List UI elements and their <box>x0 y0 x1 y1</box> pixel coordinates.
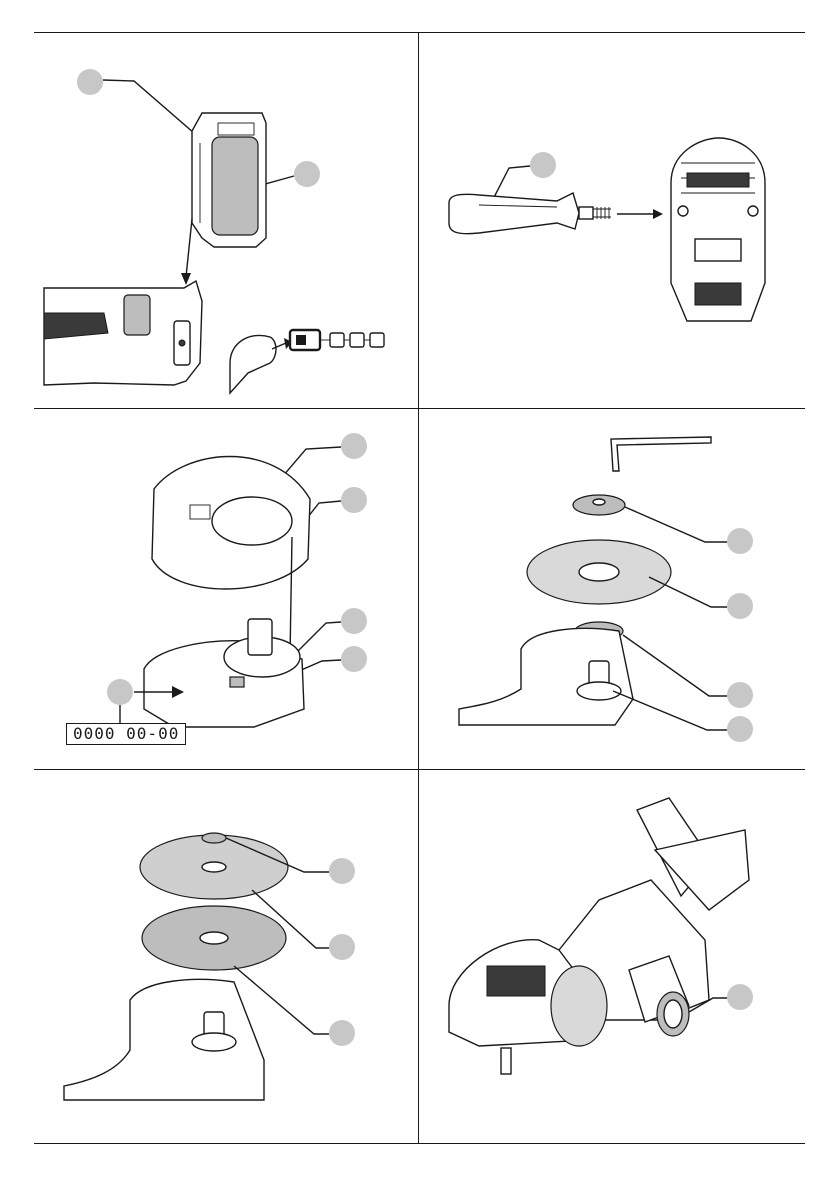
callout-3 <box>727 682 753 708</box>
fit-arrow-head <box>653 209 663 219</box>
motor-badge <box>695 283 741 305</box>
wheel-in-use <box>551 966 607 1046</box>
figure-wheel-mounting <box>419 409 805 769</box>
callout-3 <box>341 608 367 634</box>
callout-1 <box>530 152 556 178</box>
figure-guard-fitting: 0000 00-00 <box>34 409 418 769</box>
battery-face <box>212 137 258 235</box>
fuel-gauge-bar-4 <box>370 333 384 347</box>
hex-key <box>611 437 711 471</box>
callout-4 <box>727 716 753 742</box>
mount-screw-left <box>678 206 688 216</box>
charge-button <box>179 340 185 346</box>
clamp-nut-hole <box>593 499 605 505</box>
handle-thread <box>593 207 611 219</box>
callout-2 <box>329 934 355 960</box>
callout-2 <box>294 161 320 187</box>
cutting-disc-illustration <box>34 770 418 1144</box>
figure-grinder-in-use <box>419 770 805 1144</box>
callout-3 <box>329 1020 355 1046</box>
wheel-center <box>579 563 619 581</box>
disc-nut <box>202 833 226 843</box>
spindle-lock <box>695 239 741 261</box>
mount-screw-right <box>748 206 758 216</box>
figure-side-handle <box>419 33 805 408</box>
callout-1 <box>329 858 355 884</box>
battery-insert-illustration <box>34 33 418 408</box>
spindle-tip <box>501 1048 511 1074</box>
fuel-gauge-bar-2 <box>330 333 344 347</box>
finger <box>230 335 276 393</box>
callout-2 <box>341 487 367 513</box>
fuel-gauge-bar-filled <box>296 335 306 345</box>
fuel-gauge-bar-3 <box>350 333 364 347</box>
side-handle-illustration <box>419 33 805 408</box>
leader-3 <box>296 622 341 653</box>
serial-code-label: 0000 00-00 <box>66 723 186 745</box>
figure-cutting-disc <box>34 770 418 1144</box>
cutting-wheel-center <box>200 932 228 944</box>
figure-battery-insert <box>34 33 418 408</box>
spindle-base <box>192 1033 236 1051</box>
brand-plate <box>687 173 749 187</box>
tool-switch <box>124 295 150 335</box>
callout-1 <box>341 433 367 459</box>
guard-fitting-illustration <box>34 409 418 769</box>
leader-1 <box>103 80 194 133</box>
insert-arrow <box>186 219 192 277</box>
side-handle <box>449 193 579 234</box>
leader-1 <box>625 507 727 542</box>
handle-collar <box>579 207 593 219</box>
insert-arrow-head <box>181 273 191 285</box>
guard-collar <box>212 497 292 545</box>
wheel-mounting-illustration <box>419 409 805 769</box>
callout-1 <box>727 984 753 1010</box>
disc-center <box>202 862 226 872</box>
spindle <box>248 619 272 655</box>
callout-4 <box>341 646 367 672</box>
grinder-in-use-illustration <box>419 770 805 1144</box>
callout-1 <box>77 69 103 95</box>
callout-2 <box>727 593 753 619</box>
release-lever <box>230 677 244 687</box>
leader-3 <box>623 635 727 696</box>
callout-5 <box>107 679 133 705</box>
side-handle-end <box>664 1000 682 1028</box>
callout-1 <box>727 528 753 554</box>
grinder-vent-grille <box>487 966 545 996</box>
